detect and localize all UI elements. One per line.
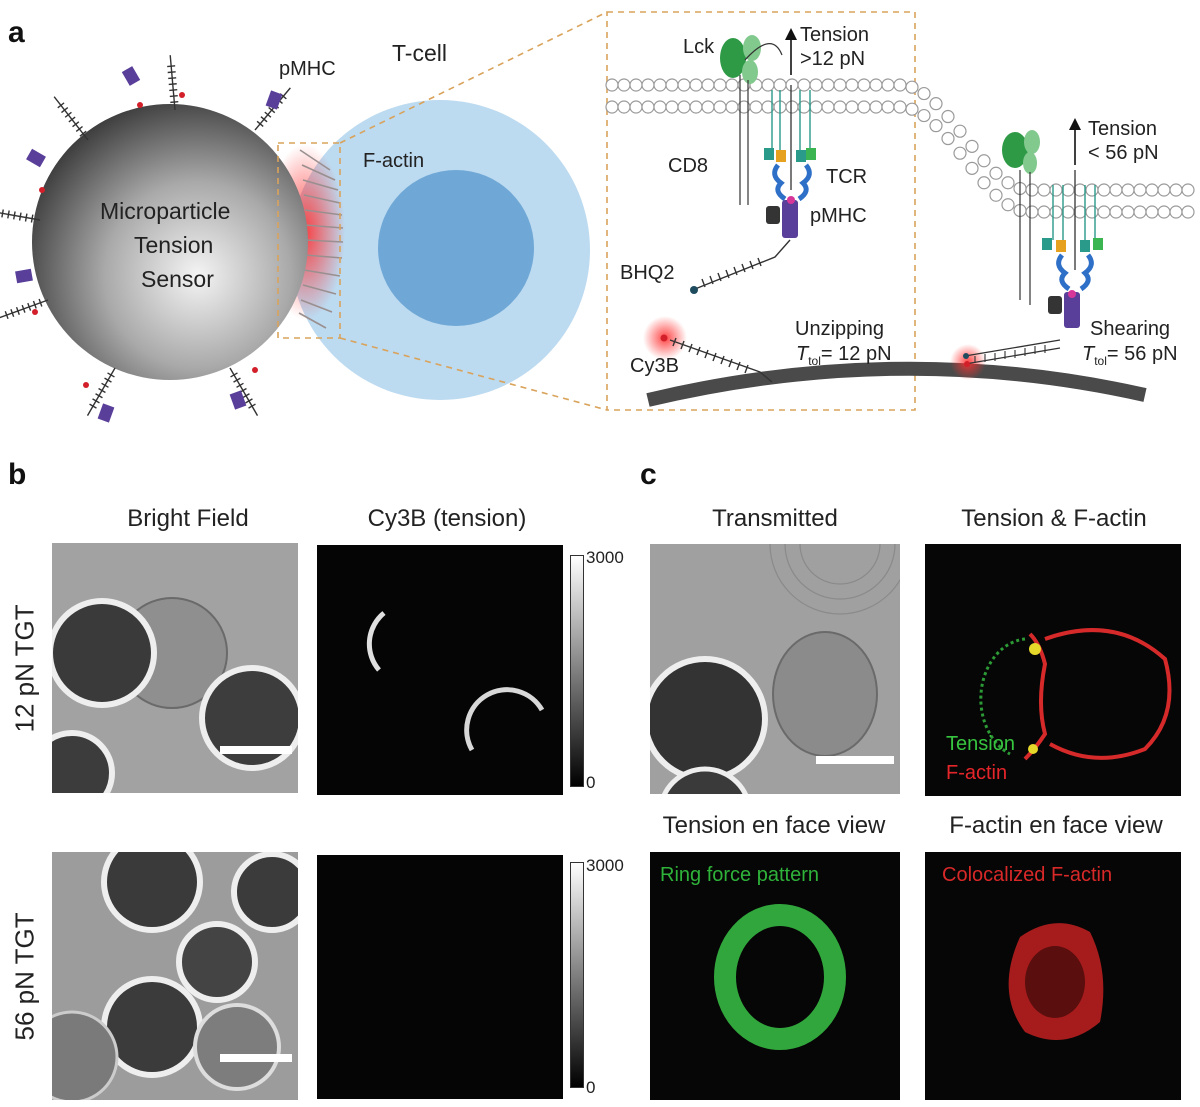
panel-c-letter: c	[640, 458, 657, 491]
zoom-box-large	[606, 11, 916, 411]
tension-enface-image	[650, 852, 900, 1100]
pmhc-label: pMHC	[279, 58, 336, 80]
brightfield-12pn-image	[52, 543, 298, 793]
bhq2-label: BHQ2	[620, 262, 675, 284]
red-dots	[32, 92, 258, 388]
cy3b-title: Cy3B (tension)	[367, 505, 527, 532]
tension2-label-1: Tension	[1088, 118, 1157, 140]
bright-field-title: Bright Field	[127, 505, 249, 532]
cy3b-56pn-image	[317, 855, 563, 1099]
pmhc-blocks	[15, 66, 283, 423]
tcell-nucleus	[378, 170, 534, 326]
cy3b-12pn-image	[317, 545, 563, 795]
zoom-box-small	[277, 142, 341, 339]
tension1-label-2: >12 pN	[800, 48, 866, 70]
microparticle	[32, 104, 308, 380]
colocalized-factin-label: Colocalized F-actin	[942, 864, 1113, 886]
shearing-tol: Ttol= 56 pN	[1082, 343, 1178, 368]
transmitted-image	[650, 544, 900, 794]
particle-label-3: Sensor	[141, 266, 214, 292]
panel-a-diagram	[0, 11, 1195, 423]
tension-factin-title: Tension & F-actin	[961, 505, 1147, 532]
shearing-label: Shearing	[1090, 318, 1171, 340]
tension-factin-image	[925, 544, 1181, 796]
panel-b-letter: b	[8, 458, 27, 491]
tension1-label-1: Tension	[800, 24, 869, 46]
pmhc2-label: pMHC	[810, 205, 867, 227]
ring-force-label: Ring force pattern	[660, 864, 819, 886]
colorbar-bottom	[570, 862, 584, 1088]
surface-sensors	[0, 55, 291, 416]
overlay-tension-label: Tension	[946, 733, 1015, 755]
brightfield-56pn-image	[52, 852, 298, 1100]
colorbar-top-min: 0	[586, 773, 596, 792]
receptor-complex-left	[720, 28, 816, 238]
transmitted-title: Transmitted	[712, 505, 838, 532]
receptor-complex-right	[963, 118, 1103, 367]
tension2-label-2: < 56 pN	[1088, 142, 1159, 164]
colorbar-bottom-max: 3000	[586, 856, 624, 875]
particle-label-1: Microparticle	[100, 198, 231, 224]
surface-bar	[646, 361, 1147, 407]
lck-label: Lck	[683, 36, 715, 58]
factin-fibers	[298, 149, 344, 329]
particle-label-2: Tension	[134, 232, 214, 258]
unzipping-dna	[669, 239, 791, 383]
cy3b-label: Cy3B	[630, 355, 679, 377]
colorbar-bottom-min: 0	[586, 1078, 596, 1097]
factin-enface-image	[925, 852, 1181, 1100]
unzipping-label: Unzipping	[795, 318, 884, 340]
colorbar-top-max: 3000	[586, 548, 624, 567]
unzipping-tol: Ttol= 12 pN	[796, 343, 892, 368]
tcell-label: T-cell	[392, 40, 447, 66]
cd8-label: CD8	[668, 155, 709, 177]
colorbar-top	[570, 555, 584, 787]
tension-enface-title: Tension en face view	[662, 812, 886, 839]
factin-label: F-actin	[363, 150, 425, 172]
tcr-label: TCR	[826, 166, 868, 188]
overlay-factin-label: F-actin	[946, 762, 1008, 784]
factin-enface-title: F-actin en face view	[949, 812, 1163, 839]
panel-a-letter: a	[8, 16, 25, 49]
